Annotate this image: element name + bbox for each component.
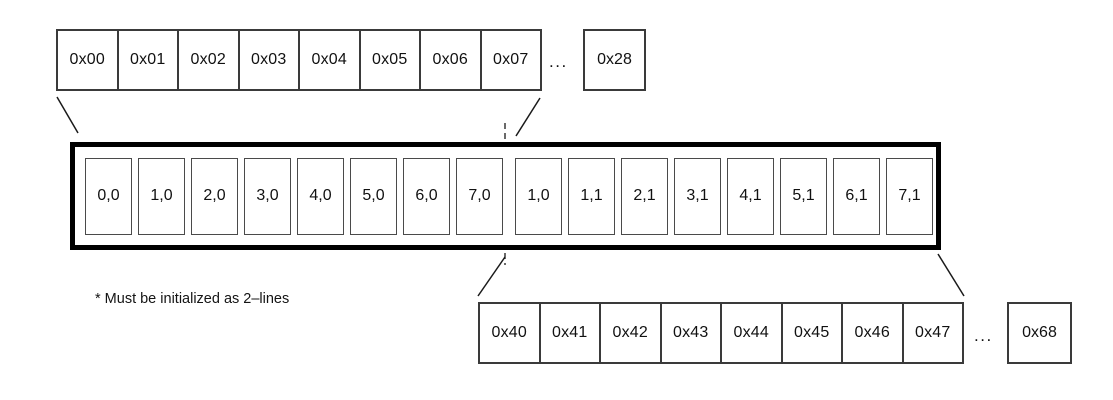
cache-word-cell: 2,0: [191, 157, 238, 235]
memory-address-cell: 0x07: [493, 51, 529, 68]
cache-word-cell: 7,0: [456, 157, 503, 235]
top-row-tail-address-cell: 0x28: [583, 29, 646, 91]
cache-word-cell: 1,0: [138, 157, 185, 235]
cache-word-cell: 2,1: [621, 157, 668, 235]
memory-address-cell: 0x04: [300, 31, 361, 89]
connector-line-top-right: [515, 97, 541, 137]
cache-word-cell: 1,1: [568, 157, 615, 235]
memory-address-cell: 0x05: [361, 31, 421, 89]
cache-word-cell: 4,1: [727, 157, 774, 235]
bottom-row-ellipsis: ...: [974, 326, 993, 345]
memory-address-cell: 0x03: [240, 31, 300, 89]
cache-word-cell: 3,0: [244, 157, 291, 235]
cache-word-cell: 6,1: [833, 157, 880, 235]
memory-address-cell: 0x42: [601, 304, 662, 362]
cache-word-cell: 1,0: [515, 157, 562, 235]
connector-line-bottom-left: [477, 256, 506, 297]
cache-word-cell: 6,0: [403, 157, 450, 235]
memory-address-cell: 0x00: [58, 31, 119, 89]
top-memory-address-row: 0x00 0x01 0x02 0x03 0x04 0x05 0x06 0x07: [56, 29, 542, 91]
memory-address-cell: 0x40: [480, 304, 541, 362]
memory-address-cell: 0x01: [119, 31, 179, 89]
memory-address-cell: 0x46: [843, 304, 904, 362]
memory-address-cell: 0x43: [662, 304, 722, 362]
cache-word-cell: 0,0: [85, 157, 132, 235]
memory-address-cell: 0x47: [915, 324, 951, 341]
cache-word-cell: 5,0: [350, 157, 397, 235]
memory-address-cell: 0x06: [421, 31, 482, 89]
connector-line-top-left: [56, 96, 79, 134]
footnote-text: * Must be initialized as 2–lines: [95, 291, 290, 307]
memory-address-cell: 0x45: [783, 304, 843, 362]
top-row-ellipsis: ...: [549, 52, 568, 71]
cache-word-cell: 7,1: [886, 157, 933, 235]
connector-line-bottom-right: [937, 253, 965, 297]
memory-address-cell: 0x41: [541, 304, 601, 362]
cache-word-cell: 3,1: [674, 157, 721, 235]
bottom-row-tail-address-cell: 0x68: [1007, 302, 1072, 364]
memory-address-cell: 0x44: [722, 304, 783, 362]
cache-word-cell: 4,0: [297, 157, 344, 235]
bottom-memory-address-row: 0x40 0x41 0x42 0x43 0x44 0x45 0x46 0x47: [478, 302, 964, 364]
cache-line-container: 0,0 1,0 2,0 3,0 4,0 5,0 6,0 7,0 1,0 1,1 …: [70, 142, 941, 250]
memory-address-cell: 0x02: [179, 31, 240, 89]
cache-word-cell: 5,1: [780, 157, 827, 235]
